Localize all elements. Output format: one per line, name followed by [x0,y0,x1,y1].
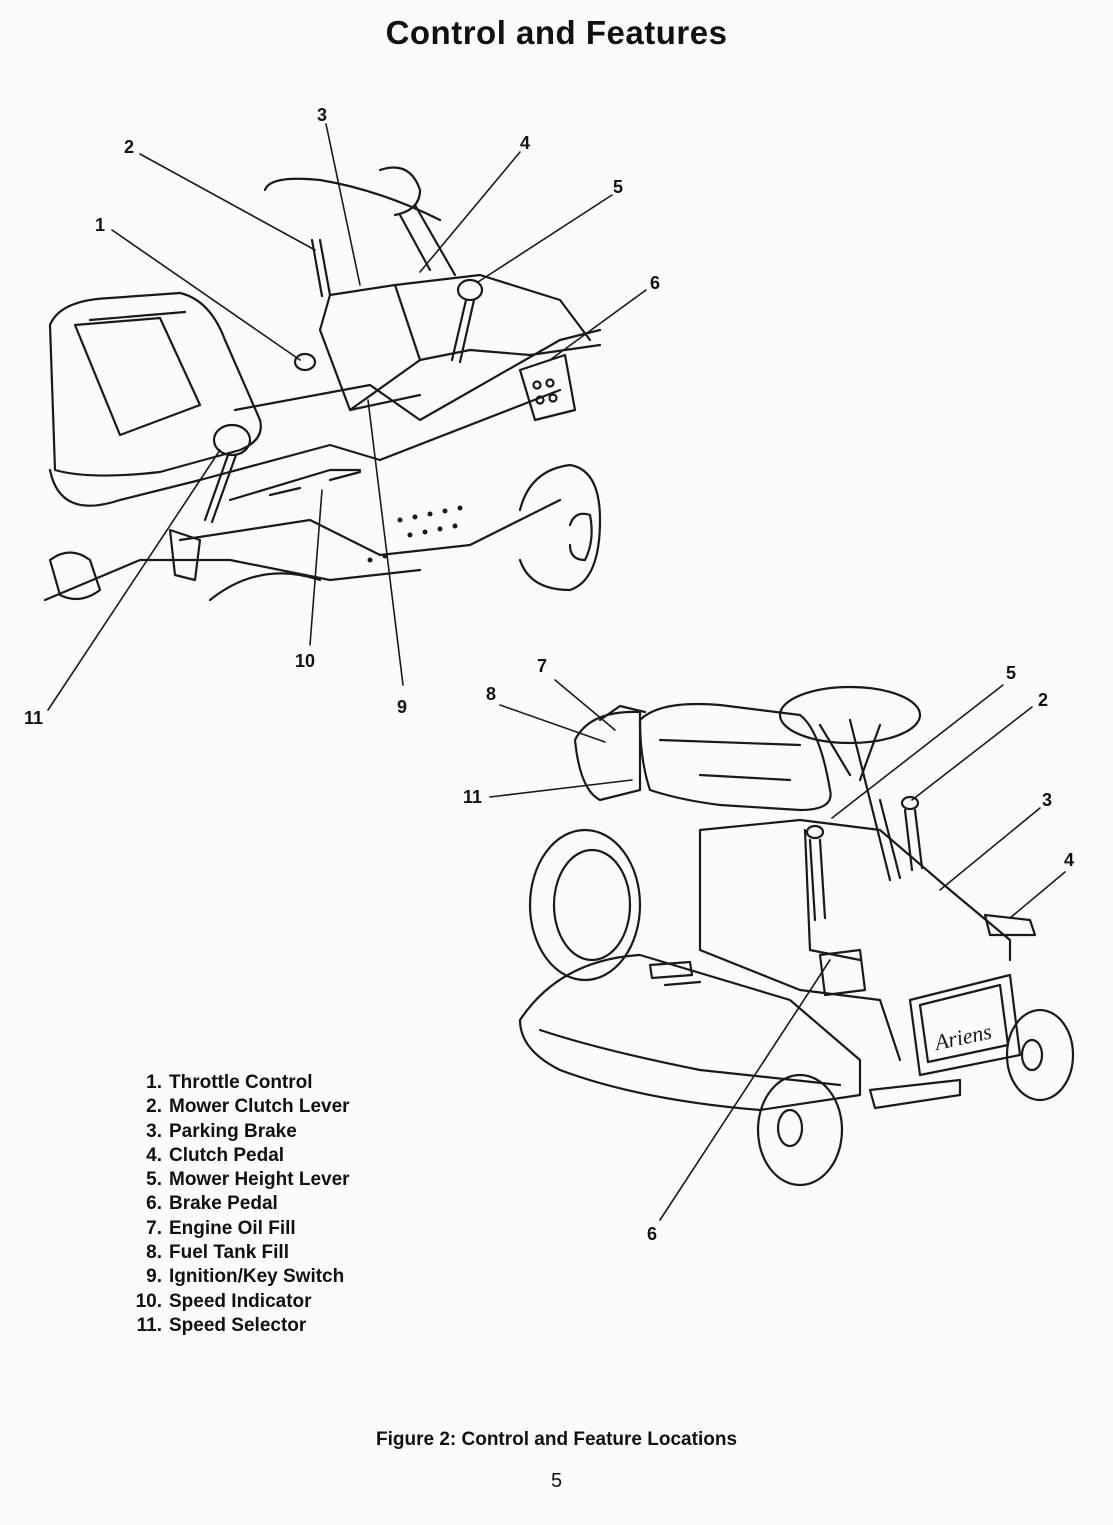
callout-2: 2 [124,137,134,157]
callout-b-2: 2 [1038,690,1048,710]
bottom-callout-leaders [489,679,1066,1221]
callout-b-6: 6 [647,1224,657,1244]
legend-item: 8.Fuel Tank Fill [146,1242,289,1264]
callout-11: 11 [24,708,43,728]
callout-1: 1 [95,215,105,235]
page-title: Control and Features [385,14,728,51]
legend-item: 6.Brake Pedal [146,1193,278,1215]
callout-b-8: 8 [486,684,496,704]
callout-3: 3 [317,105,327,125]
bottom-mower-drawing [518,685,1075,1187]
page-number: 5 [550,1470,563,1492]
legend-item: 3.Parking Brake [146,1120,297,1142]
callout-b-11: 11 [463,787,482,807]
top-callout-numbers: 1 2 3 4 5 6 9 10 11 [24,105,660,728]
bottom-callout-numbers: 2 3 4 5 6 7 8 11 [463,656,1074,1244]
legend-item: 10.Speed Indicator [135,1290,312,1312]
callout-b-3: 3 [1042,790,1052,810]
legend-item: 5.Mower Height Lever [146,1169,350,1191]
callout-6: 6 [650,273,660,293]
legend-item: 9.Ignition/Key Switch [146,1266,345,1288]
legend-item: 4.Clutch Pedal [146,1144,285,1166]
figure-caption: Figure 2: Control and Feature Locations [375,1429,738,1450]
top-callout-leaders [47,123,647,711]
legend-item: 11.Speed Selector [136,1314,307,1336]
top-dashboard-drawing [43,166,602,602]
feature-legend: 1.Throttle Control 2.Mower Clutch Lever … [122,1071,350,1338]
legend-item: 1.Throttle Control [146,1072,313,1093]
callout-b-4: 4 [1064,850,1074,870]
legend-item: 7.Engine Oil Fill [146,1217,296,1239]
callout-10: 10 [295,651,315,671]
callout-9: 9 [397,697,407,717]
callout-b-5: 5 [1006,663,1016,683]
callout-b-7: 7 [537,656,547,676]
callout-4: 4 [520,133,530,153]
callout-5: 5 [613,177,623,197]
legend-item: 2.Mower Clutch Lever [146,1096,350,1118]
